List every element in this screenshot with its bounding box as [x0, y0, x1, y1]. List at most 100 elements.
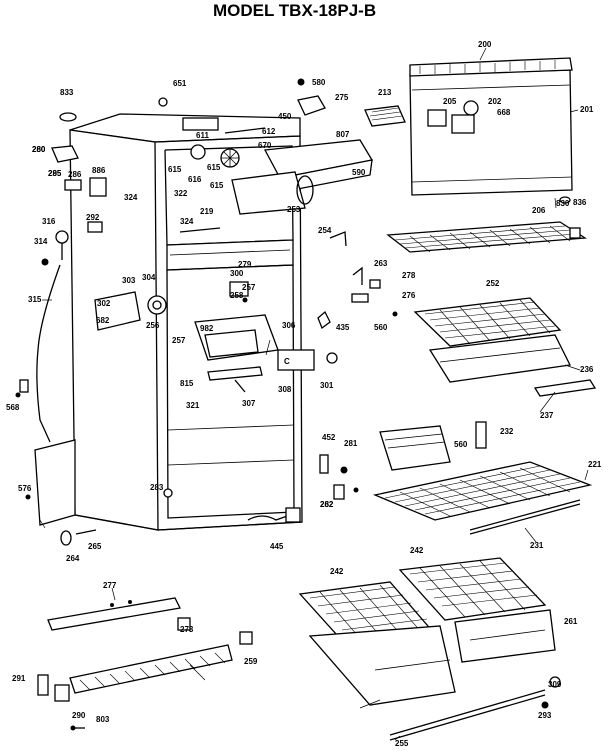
bracket-232 — [475, 421, 487, 449]
label-300: 300 — [230, 269, 244, 278]
label-258: 258 — [230, 291, 244, 300]
label-315: 315 — [28, 295, 42, 304]
label-221: 221 — [588, 460, 602, 469]
label-200: 200 — [478, 40, 492, 49]
label-836: 836 — [573, 198, 587, 207]
label-615c: 615 — [207, 163, 221, 172]
label-283: 283 — [150, 483, 164, 492]
label-257b: 257 — [172, 336, 186, 345]
label-259: 259 — [244, 657, 258, 666]
svg-text:C: C — [284, 357, 290, 366]
label-566: 568 — [6, 403, 20, 412]
label-255: 255 — [395, 739, 409, 748]
label-301: 301 — [320, 381, 334, 390]
label-316: 316 — [42, 217, 56, 226]
label-322: 322 — [174, 189, 188, 198]
label-314: 314 — [34, 237, 48, 246]
label-260: 260 — [32, 145, 46, 154]
label-295: 295 — [48, 169, 62, 178]
label-308: 308 — [278, 385, 292, 394]
freezer-shelf — [386, 221, 587, 253]
diagram-title: MODEL TBX-18PJ-B — [213, 1, 376, 20]
label-213: 213 — [378, 88, 392, 97]
label-231: 231 — [530, 541, 544, 550]
label-264: 264 — [66, 554, 80, 563]
label-261: 261 — [564, 617, 578, 626]
label-668: 668 — [497, 108, 511, 117]
label-304: 304 — [142, 273, 156, 282]
label-580: 580 — [312, 78, 326, 87]
label-302: 302 — [97, 299, 111, 308]
label-324a: 324 — [124, 193, 138, 202]
label-281: 281 — [344, 439, 358, 448]
freezer-door — [158, 57, 573, 204]
label-445: 445 — [270, 542, 284, 551]
label-253: 253 — [287, 205, 301, 214]
label-242a: 242 — [330, 567, 344, 576]
label-833: 833 — [60, 88, 74, 97]
label-205: 205 — [443, 97, 457, 106]
label-282: 282 — [320, 500, 334, 509]
label-206: 206 — [532, 206, 546, 215]
label-450: 450 — [278, 112, 292, 121]
label-612: 612 — [262, 127, 276, 136]
label-201: 201 — [580, 105, 594, 114]
label-309: 309 — [548, 680, 562, 689]
label-202: 202 — [488, 97, 502, 106]
label-307: 307 — [242, 399, 256, 408]
label-293: 293 — [538, 711, 552, 720]
label-291: 291 — [12, 674, 26, 683]
label-303: 303 — [122, 276, 136, 285]
label-265: 265 — [88, 542, 102, 551]
label-324b: 324 — [180, 217, 194, 226]
fresh-food-shelf — [372, 461, 593, 535]
meat-pan — [413, 297, 597, 397]
label-886: 886 — [92, 166, 106, 175]
label-242b: 242 — [410, 546, 424, 555]
label-252a: 252 — [486, 279, 500, 288]
label-285: 285 — [48, 169, 62, 178]
label-278: 278 — [402, 271, 416, 280]
label-560a: 560 — [374, 323, 388, 332]
label-290: 290 — [72, 711, 86, 720]
leader-lines — [39, 47, 589, 741]
label-286: 286 — [68, 170, 82, 179]
label-435: 435 — [336, 323, 350, 332]
egg-bin — [379, 425, 451, 471]
label-279: 279 — [238, 260, 252, 269]
label-280: 280 — [32, 145, 46, 154]
label-452: 452 — [322, 433, 336, 442]
label-237: 237 — [540, 411, 554, 420]
left-parts — [19, 112, 107, 443]
label-232: 232 — [500, 427, 514, 436]
shelf-supports — [319, 231, 398, 500]
label-615a: 615 — [168, 165, 182, 174]
label-219: 219 — [200, 207, 214, 216]
label-321: 321 — [186, 401, 200, 410]
label-682: 682 — [96, 316, 110, 325]
label-830: 830 — [556, 199, 570, 208]
freezer-parts: C — [94, 117, 374, 523]
label-651: 651 — [173, 79, 187, 88]
label-803: 803 — [96, 715, 110, 724]
label-982: 982 — [200, 324, 214, 333]
label-263: 263 — [374, 259, 388, 268]
label-254: 254 — [318, 226, 332, 235]
label-292: 292 — [86, 213, 100, 222]
label-560b: 560 — [454, 440, 468, 449]
label-262: 262 — [320, 500, 334, 509]
label-236: 236 — [580, 365, 594, 374]
label-277: 277 — [103, 581, 117, 590]
label-807: 807 — [336, 130, 350, 139]
label-257a: 257 — [242, 283, 256, 292]
label-276: 276 — [402, 291, 416, 300]
label-256: 256 — [146, 321, 160, 330]
bottom-left-parts — [15, 392, 253, 731]
label-275: 275 — [335, 93, 349, 102]
label-273: 273 — [180, 625, 194, 634]
label-590: 590 — [352, 168, 366, 177]
label-815: 815 — [180, 379, 194, 388]
label-670: 670 — [258, 141, 272, 150]
label-616: 616 — [188, 175, 202, 184]
